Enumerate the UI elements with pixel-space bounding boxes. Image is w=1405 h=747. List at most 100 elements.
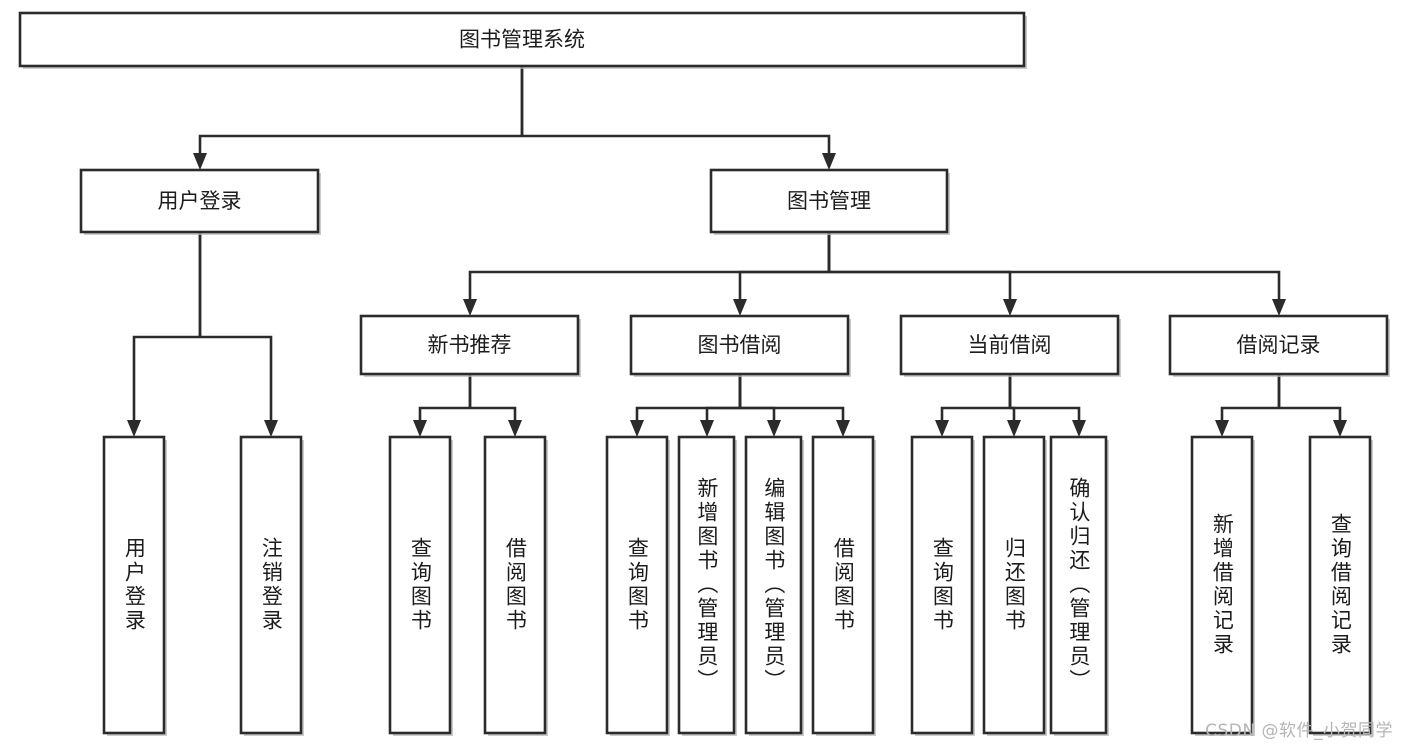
node-box[interactable] (239, 435, 303, 735)
connector-drop (740, 406, 845, 420)
node-query-book-3[interactable] (910, 435, 975, 736)
connector-drop (705, 406, 740, 420)
node-book-borrow[interactable]: 图书借阅 (629, 314, 851, 377)
node-current-borrow[interactable]: 当前借阅 (899, 314, 1121, 377)
connector-drop (829, 270, 1012, 299)
connector-drop (635, 406, 740, 420)
connector-book-borrow-to-borrow-book-2 (738, 374, 850, 437)
arrowhead-icon (508, 420, 522, 437)
connector-drop (198, 134, 522, 153)
node-label: 新书推荐 (428, 333, 512, 357)
node-box[interactable] (1049, 435, 1108, 735)
arrowhead-icon (700, 420, 714, 437)
connector-drop (940, 406, 1010, 420)
node-box[interactable] (910, 435, 974, 735)
arrowhead-icon (822, 153, 836, 170)
connector-drop (200, 335, 273, 420)
node-box[interactable] (483, 435, 547, 735)
connector-book-manage-to-new-book-rec (463, 232, 831, 316)
arrowhead-icon (193, 153, 207, 170)
node-box[interactable] (677, 435, 736, 735)
arrowhead-icon (935, 420, 949, 437)
connector-drop (1010, 406, 1016, 420)
arrowhead-icon (413, 420, 427, 437)
arrowhead-icon (127, 420, 141, 437)
node-box[interactable] (629, 314, 850, 376)
node-add-record[interactable] (1190, 435, 1255, 736)
connector-user-login-to-user-logout (198, 232, 278, 437)
arrowhead-icon (1072, 420, 1086, 437)
node-box[interactable] (744, 435, 803, 735)
connector-drop (738, 270, 829, 299)
arrowhead-icon (767, 420, 781, 437)
node-box[interactable] (1190, 435, 1254, 735)
connector-book-manage-to-book-borrow (733, 232, 831, 316)
node-box[interactable] (899, 314, 1120, 376)
connector-book-borrow-to-query-book-2 (630, 374, 742, 437)
node-query-record[interactable] (1308, 435, 1373, 736)
connector-user-login-to-user-login-do (127, 232, 202, 437)
connector-drop (829, 270, 1281, 299)
node-user-login[interactable]: 用户登录 (79, 168, 321, 235)
node-box[interactable] (1308, 435, 1372, 735)
connector-current-borrow-to-confirm-return (1008, 374, 1086, 437)
node-borrow-record[interactable]: 借阅记录 (1168, 314, 1390, 377)
connector-borrow-record-to-add-record (1215, 374, 1281, 437)
arrowhead-icon (733, 299, 747, 316)
node-label: 当前借阅 (968, 333, 1052, 357)
node-root[interactable]: 图书管理系统 (18, 11, 1027, 69)
node-box[interactable] (1168, 314, 1389, 376)
arrowhead-icon (1215, 420, 1229, 437)
connector-book-borrow-to-add-book (700, 374, 742, 437)
node-box[interactable] (359, 314, 580, 376)
node-query-book-2[interactable] (605, 435, 670, 736)
connector-root-to-user-login (193, 66, 524, 170)
node-label: 借阅记录 (1237, 333, 1321, 357)
node-box[interactable] (605, 435, 669, 735)
node-label: 图书管理系统 (459, 28, 585, 52)
connector-drop (132, 335, 200, 420)
connector-root-to-book-manage (520, 66, 836, 170)
node-borrow-book-2[interactable] (811, 435, 876, 736)
node-query-book-1[interactable] (388, 435, 453, 736)
connector-drop (740, 406, 776, 420)
connector-drop (470, 406, 517, 420)
connector-book-manage-to-current-borrow (827, 232, 1017, 316)
node-add-book[interactable] (677, 435, 737, 736)
node-box[interactable] (709, 168, 949, 234)
connector-drop (468, 270, 829, 299)
node-box[interactable] (982, 435, 1046, 735)
arrowhead-icon (1333, 420, 1347, 437)
connector-drop (1279, 406, 1342, 420)
node-edit-book[interactable] (744, 435, 804, 736)
connector-drop (1010, 406, 1081, 420)
node-new-book-rec[interactable]: 新书推荐 (359, 314, 581, 377)
node-box[interactable] (811, 435, 875, 735)
connector-drop (1220, 406, 1279, 420)
node-confirm-return[interactable] (1049, 435, 1109, 736)
node-box[interactable] (18, 11, 1026, 68)
node-return-book[interactable] (982, 435, 1047, 736)
arrowhead-icon (836, 420, 850, 437)
node-label: 图书借阅 (698, 333, 782, 357)
watermark-text: CSDN @软件_小贺同学 (1205, 721, 1393, 741)
node-book-manage[interactable]: 图书管理 (709, 168, 950, 235)
connector-book-manage-to-borrow-record (827, 232, 1286, 316)
arrowhead-icon (1007, 420, 1021, 437)
arrowhead-icon (463, 299, 477, 316)
connector-drop (418, 406, 470, 420)
arrowhead-icon (1003, 299, 1017, 316)
node-label: 图书管理 (787, 189, 871, 213)
node-box[interactable] (388, 435, 452, 735)
node-box[interactable] (79, 168, 320, 234)
connector-current-borrow-to-query-book-3 (935, 374, 1012, 437)
node-box[interactable] (102, 435, 166, 735)
node-borrow-book-1[interactable] (483, 435, 548, 736)
connector-new-book-rec-to-borrow-book-1 (468, 374, 522, 437)
connector-book-borrow-to-edit-book (738, 374, 781, 437)
node-user-login-do[interactable] (102, 435, 167, 736)
node-user-logout[interactable] (239, 435, 304, 736)
